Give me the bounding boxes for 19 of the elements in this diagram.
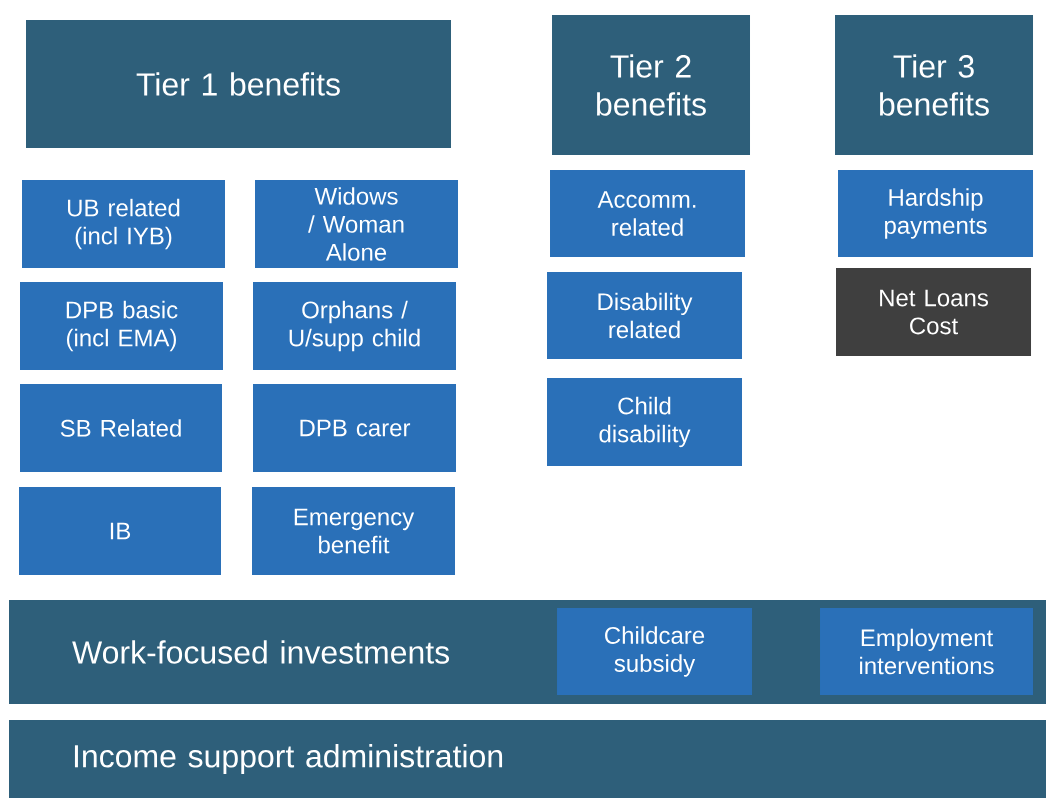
benefit-box: Hardship payments bbox=[838, 170, 1033, 257]
investment-box: Childcare subsidy bbox=[557, 608, 752, 695]
tier-header-box: Tier 1 benefits bbox=[26, 20, 451, 148]
benefit-box: Widows / Woman Alone bbox=[255, 180, 458, 268]
tier-header-box: Tier 2 benefits bbox=[552, 15, 750, 155]
benefit-box: DPB basic (incl EMA) bbox=[20, 282, 223, 370]
investment-box: Employment interventions bbox=[820, 608, 1033, 695]
tier-header-box: Tier 3 benefits bbox=[835, 15, 1033, 155]
benefit-box: IB bbox=[19, 487, 221, 575]
benefit-box: UB related (incl IYB) bbox=[22, 180, 225, 268]
benefit-box: Accomm. related bbox=[550, 170, 745, 257]
benefit-box: SB Related bbox=[20, 384, 222, 472]
cost-box: Net Loans Cost bbox=[836, 268, 1031, 356]
benefit-box: DPB carer bbox=[253, 384, 456, 472]
benefit-box: Child disability bbox=[547, 378, 742, 466]
band: Income support administration bbox=[9, 720, 1046, 798]
benefit-box: Emergency benefit bbox=[252, 487, 455, 575]
benefit-box: Orphans / U/supp child bbox=[253, 282, 456, 370]
benefit-box: Disability related bbox=[547, 272, 742, 359]
